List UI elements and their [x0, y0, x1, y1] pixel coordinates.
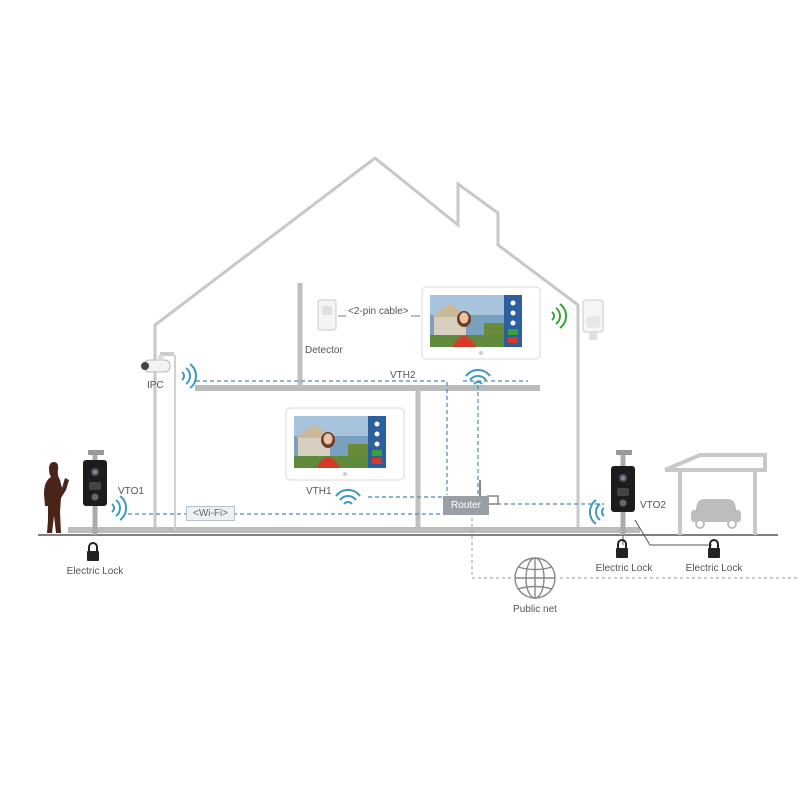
- public-net-label: Public net: [513, 604, 557, 615]
- alarm-signal-icon: [551, 303, 567, 329]
- alarm-sensor-icon: [582, 299, 604, 340]
- vto2-door-station: [611, 450, 635, 535]
- router-label: Router: [443, 496, 490, 515]
- wifi-label: <Wi-Fi>: [186, 506, 235, 521]
- garage: [664, 453, 767, 535]
- person-silhouette-icon: [44, 462, 69, 533]
- vto2-label: VTO2: [640, 500, 666, 511]
- globe-icon: [514, 557, 556, 599]
- car-icon: [691, 499, 741, 529]
- pir-detector-icon: [317, 299, 337, 331]
- padlock-icon: [615, 539, 629, 559]
- electric-lock-label-mid: Electric Lock: [595, 563, 653, 574]
- ipc-label: IPC: [147, 380, 164, 391]
- cable-label: <2-pin cable>: [346, 306, 411, 317]
- vto1-door-station: [83, 450, 107, 535]
- bullet-camera-icon: [141, 352, 174, 373]
- vth2-label: VTH2: [390, 370, 416, 381]
- electric-lock-label-left: Electric Lock: [66, 566, 124, 577]
- network-links: [128, 380, 604, 515]
- vth2-monitor: [421, 286, 541, 360]
- floor-structure: [68, 385, 640, 533]
- vth1-label: VTH1: [306, 486, 332, 497]
- padlock-icon: [707, 539, 721, 559]
- vto1-label: VTO1: [118, 486, 144, 497]
- public-net-links: [471, 518, 800, 579]
- lock-wire: [634, 519, 712, 546]
- vth1-monitor: [285, 407, 405, 481]
- padlock-icon: [86, 542, 100, 562]
- electric-lock-label-right: Electric Lock: [685, 563, 743, 574]
- house-outline: [153, 156, 580, 530]
- detector-label: Detector: [305, 345, 343, 356]
- inner-walls: [297, 283, 421, 527]
